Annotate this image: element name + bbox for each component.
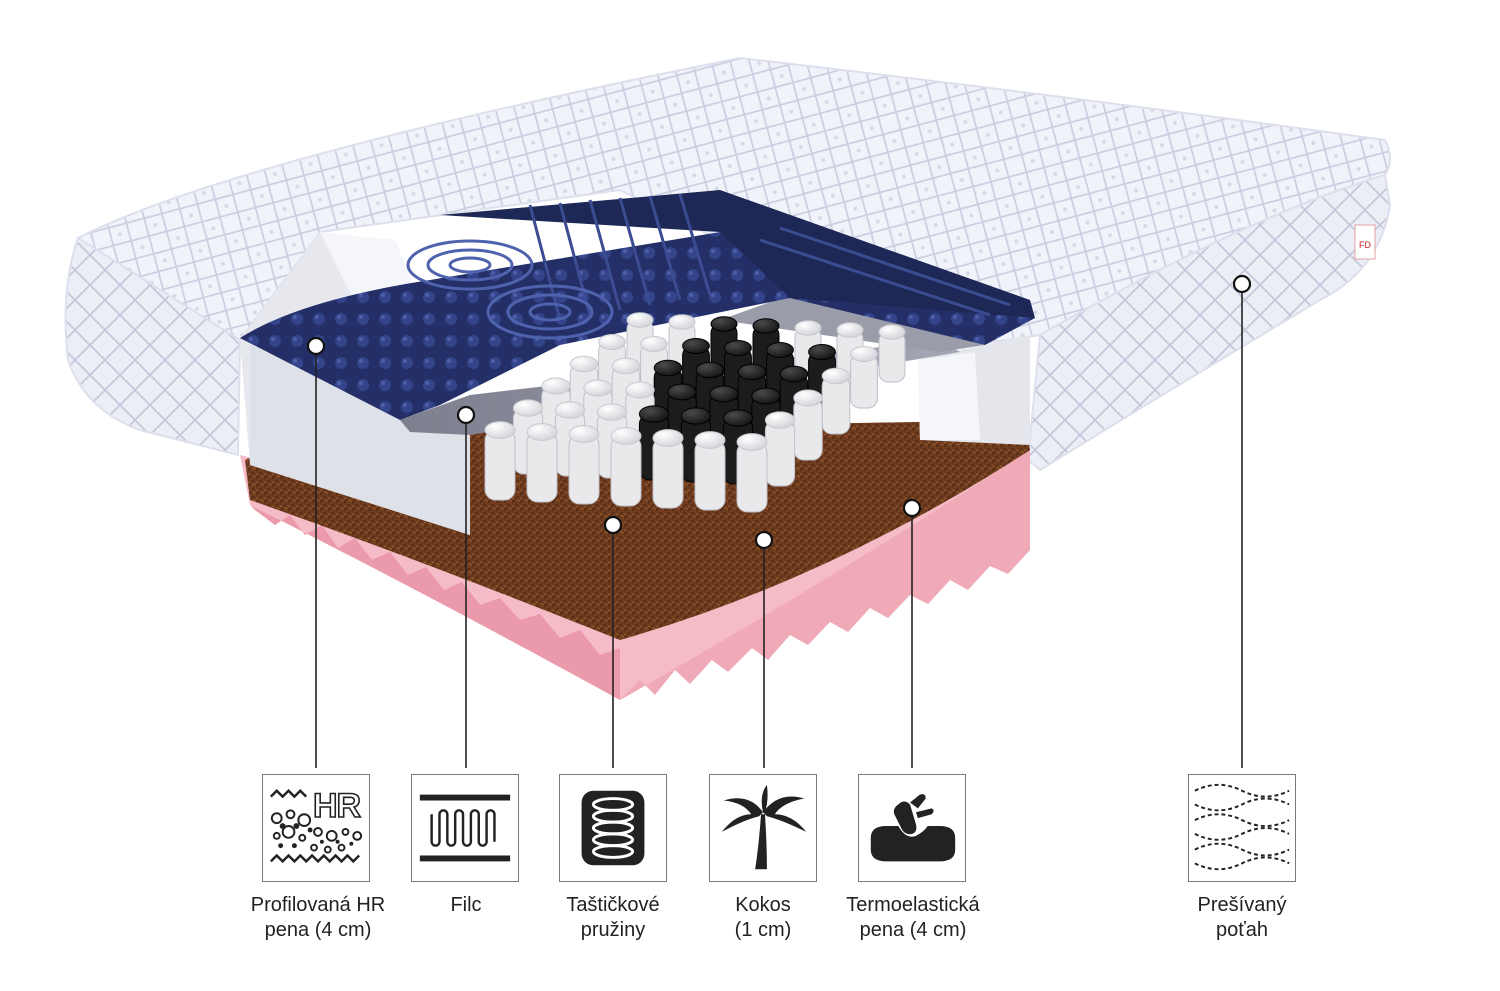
pocket-spring [610, 427, 642, 507]
label-memory-foam: Termoelastická pena (4 cm) [846, 894, 980, 941]
pocket-spring [568, 425, 600, 505]
pocket-spring [878, 324, 906, 383]
pocket-springs-block [484, 312, 906, 513]
label-pocket-springs: Taštičkové pružiny [566, 894, 660, 941]
spring-icon [559, 774, 667, 882]
pocket-spring [850, 345, 878, 409]
label-hr-foam: Profilovaná HR pena (4 cm) [250, 894, 386, 941]
pocket-spring [652, 429, 684, 509]
hr-icon-text: HR [312, 786, 362, 826]
pocket-spring [484, 421, 516, 501]
label-coconut: Kokos (1 cm) [734, 894, 792, 941]
pocket-spring [793, 389, 823, 461]
leader-lines [315, 292, 1243, 768]
pocket-spring [526, 423, 558, 503]
pocket-spring [694, 431, 726, 511]
hand-foam-icon [858, 774, 966, 882]
label-quilted-cover: Prešívaný poťah [1197, 894, 1287, 941]
pocket-spring [764, 411, 796, 487]
hr-foam-icon: HR [262, 774, 370, 882]
pocket-spring [821, 367, 851, 435]
label-felt: Filc [450, 894, 482, 916]
quilted-cover-icon [1188, 774, 1296, 882]
callout-markers [306, 274, 1252, 550]
palm-tree-icon [709, 774, 817, 882]
svg-text:FD: FD [1359, 240, 1371, 250]
pocket-spring [626, 312, 654, 371]
pocket-spring [736, 433, 768, 513]
felt-icon [411, 774, 519, 882]
